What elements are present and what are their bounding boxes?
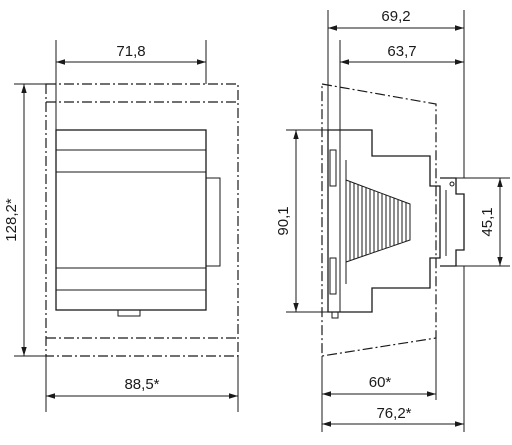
- side-rail-clip-pin: [449, 181, 455, 187]
- front-side-clip: [205, 177, 221, 267]
- front-height-label: 128,2*: [3, 198, 20, 242]
- front-outer-width-label: 88,5*: [124, 376, 159, 393]
- front-envelope: [45, 83, 239, 357]
- side-device-profile: [327, 129, 441, 313]
- front-inner-width-label: 71,8: [116, 43, 145, 60]
- front-device-body: [55, 129, 207, 311]
- side-rail-height-label: 45,1: [479, 207, 496, 236]
- front-view: 71,8 128,2* 88,5*: [3, 40, 239, 412]
- side-detail-bottom: [329, 257, 337, 295]
- front-bottom-latch: [117, 309, 141, 317]
- side-envelope: [321, 83, 437, 357]
- side-second-width-label: 63,7: [387, 43, 416, 60]
- side-hatched-wedge: [345, 179, 411, 263]
- side-hatch-lines: [349, 182, 407, 260]
- side-top-width-label: 69,2: [381, 8, 410, 25]
- side-rail-clip: [440, 177, 465, 267]
- side-body-height-label: 90,1: [275, 206, 292, 235]
- side-total-width-label: 76,2*: [376, 405, 411, 422]
- side-bottom-width-label: 60*: [369, 374, 392, 391]
- side-detail-top: [329, 149, 337, 187]
- side-detail-screw: [331, 311, 339, 319]
- side-view: 69,2 63,7 90,1 45,1 60* 76,2*: [275, 8, 510, 432]
